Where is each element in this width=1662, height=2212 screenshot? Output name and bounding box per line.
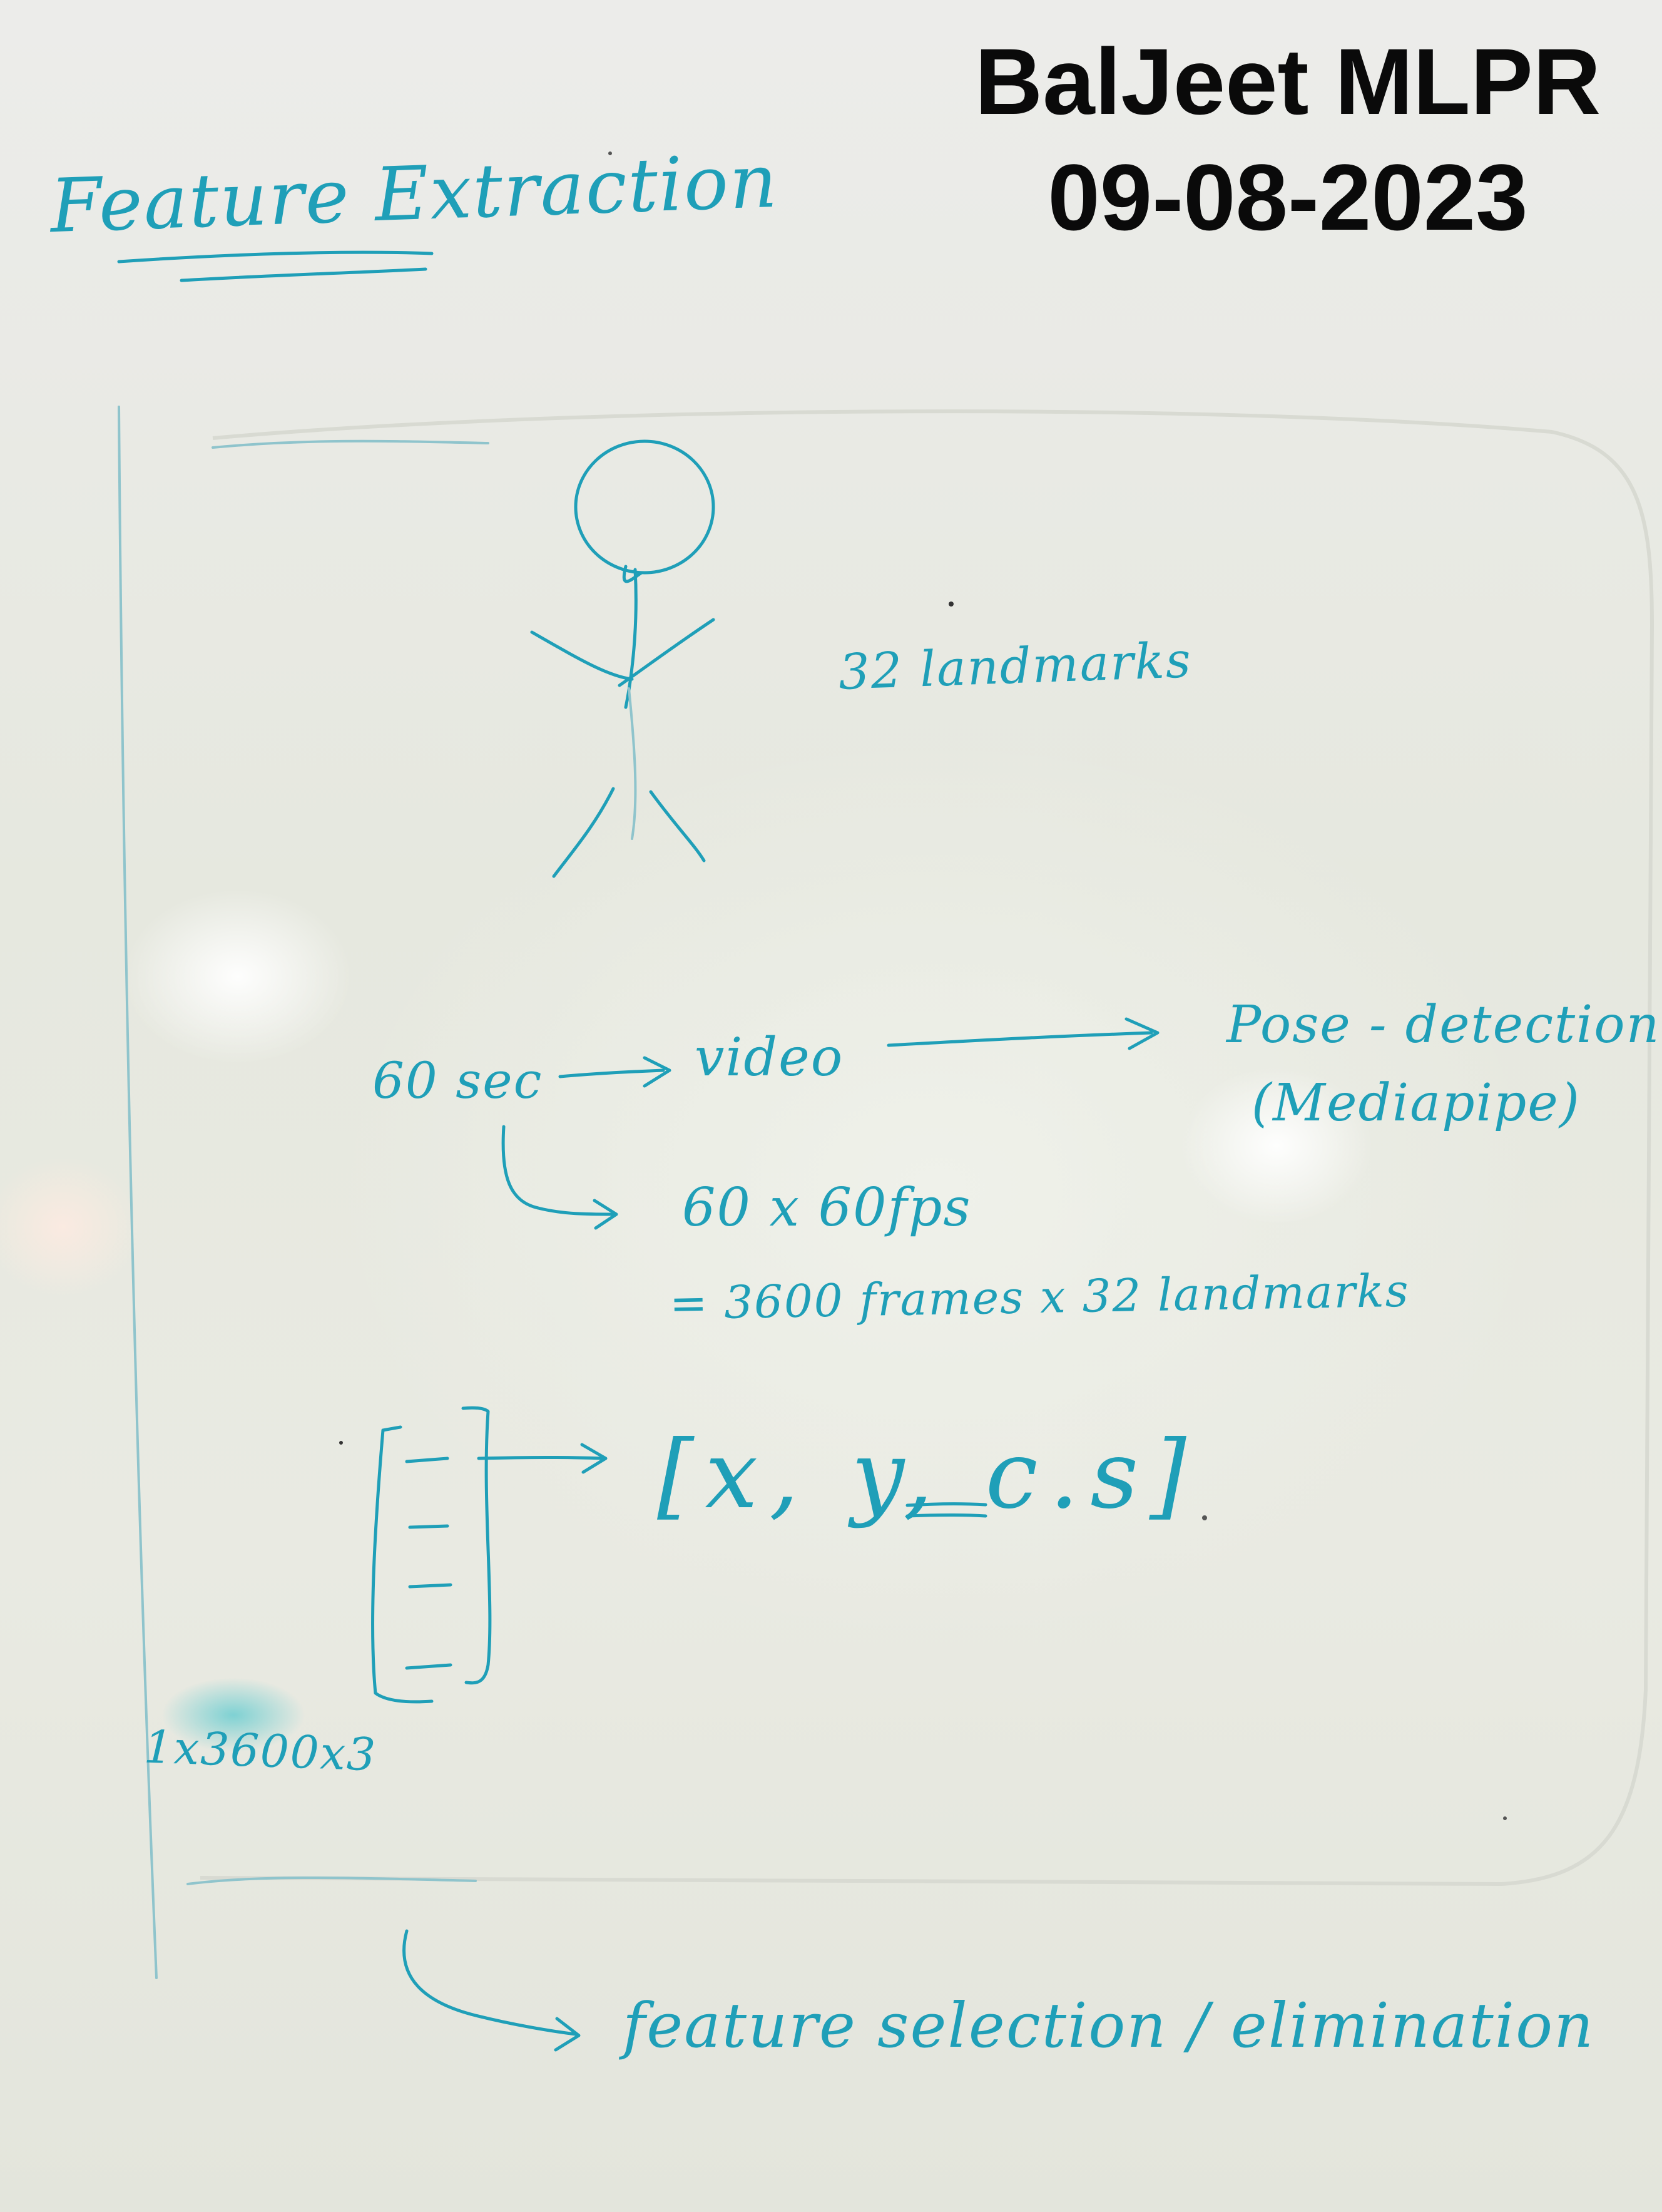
cs-underline-2: [905, 1513, 987, 1518]
author-stamp-date: 09-08-2023: [1048, 145, 1528, 250]
pose-tool-label: (Mediapipe): [1252, 1073, 1581, 1133]
board-speck: [339, 1441, 343, 1445]
title-underline-1: [117, 250, 434, 264]
input-duration: 60 sec: [372, 1052, 543, 1110]
frames-array-icon: [371, 1406, 492, 1704]
board-speck: [1503, 1816, 1507, 1820]
landmark-vector: [x, y, c.s]: [657, 1421, 1198, 1530]
stick-figure-icon: [530, 439, 715, 878]
next-step-label: feature selection / elimination: [623, 1990, 1595, 2062]
array-shape: 1x3600x3: [143, 1720, 378, 1781]
cs-underline-1: [905, 1502, 987, 1507]
board-speck: [608, 151, 612, 155]
top-guide-line: [212, 439, 489, 449]
marker-smudge: [161, 1677, 305, 1753]
frames-calculation: 60 x 60fps: [682, 1177, 972, 1238]
board-speck: [949, 602, 954, 607]
arrow-to-feature-selection: [402, 1929, 581, 2052]
arrow-sec-to-frames: [501, 1125, 618, 1230]
author-stamp-name: BalJeet MLPR: [974, 29, 1601, 134]
arrow-sec-to-video: [558, 1056, 671, 1088]
title-underline-2: [180, 267, 427, 282]
bottom-guide-line: [186, 1877, 477, 1885]
input-type: video: [695, 1027, 844, 1088]
left-margin-line: [118, 406, 158, 1979]
board-frame-edge: [200, 409, 1654, 1887]
board-speck: [1202, 1515, 1207, 1520]
arrow-array-to-vector: [477, 1443, 608, 1474]
arrow-video-to-pose: [887, 1017, 1160, 1050]
pose-detection-label: Pose - detection: [1226, 995, 1661, 1055]
